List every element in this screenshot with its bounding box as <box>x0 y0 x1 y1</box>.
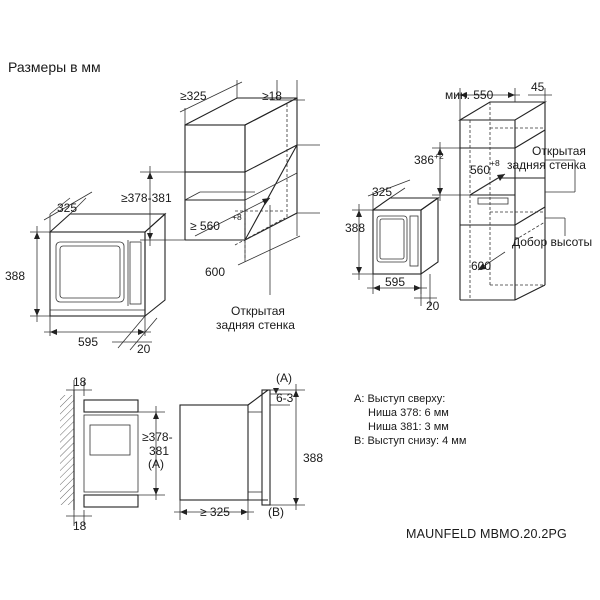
dim-section-depth: ≥ 325 <box>200 505 230 519</box>
tall-open-back-2: задняя стенка <box>507 158 586 172</box>
dim-projection: 6-3 <box>276 391 294 405</box>
legend-b: B: Выступ снизу: 4 мм <box>354 435 466 447</box>
appliance-small-view: 325 388 595 20 <box>345 179 440 313</box>
legend-a-1: Ниша 378: 6 мм <box>368 407 449 419</box>
dim-side: 45 <box>531 80 545 94</box>
tall-open-back-1: Открытая <box>532 144 586 158</box>
dim-tall-width: 600 <box>471 259 491 273</box>
page-title: Размеры в мм <box>8 59 101 75</box>
dim-cabinet-width: 600 <box>205 265 225 279</box>
dim-panel-min: ≥18 <box>262 89 282 103</box>
dim-height-range: ≥378-381 <box>121 191 172 205</box>
marker-a: (A) <box>276 371 292 385</box>
dim-front-label: 20 <box>137 342 151 356</box>
dim-niche-3: (A) <box>148 457 164 471</box>
legend-a-head: A: Выступ сверху: <box>354 393 445 405</box>
tall-cabinet-view: мин. 550 45 386 +2 560 +8 600 Открытая з… <box>414 80 592 301</box>
dim-niche-height: 386 <box>414 153 434 167</box>
dim-depth-min: ≥ 560 <box>190 219 220 233</box>
dim-min-width: мин. 550 <box>445 88 494 102</box>
open-back-note-2: задняя стенка <box>216 318 295 332</box>
dim-tall-depth-sup: +8 <box>490 158 500 168</box>
dim-width-label: 595 <box>78 335 98 349</box>
dim-depth-label: 325 <box>57 201 77 215</box>
dim-niche-height-sup: +2 <box>434 151 444 161</box>
legend-a-2: Ниша 381: 3 мм <box>368 421 449 433</box>
height-filler-note: Добор высоты <box>512 235 592 249</box>
small-dim-width: 595 <box>385 275 405 289</box>
small-dim-height: 388 <box>345 221 365 235</box>
dim-bottom-panel: 18 <box>73 519 87 533</box>
dim-width-min: ≥325 <box>180 89 207 103</box>
small-dim-depth: 325 <box>372 185 392 199</box>
dim-niche-1: ≥378- <box>142 430 173 444</box>
dim-top-panel: 18 <box>73 375 87 389</box>
model-name: MAUNFELD MBMO.20.2PG <box>406 527 567 541</box>
dim-niche-2: 381 <box>149 444 169 458</box>
dim-depth-sup: +8 <box>232 212 242 222</box>
small-dim-front: 20 <box>426 299 440 313</box>
dim-section-height: 388 <box>303 451 323 465</box>
wall-cabinet-view: ≥ 560 +8 ≥325 ≥18 ≥378-381 600 Открытая … <box>121 80 320 332</box>
dim-height-label: 388 <box>5 269 25 283</box>
appliance-front-view: 325 388 595 20 <box>5 191 167 356</box>
marker-b: (B) <box>268 505 284 519</box>
section-view: 18 18 ≥378- 381 (A) ≥ 325 6-3 (A) <box>60 371 323 533</box>
dim-tall-depth: 560 <box>470 163 490 177</box>
open-back-note-1: Открытая <box>231 304 285 318</box>
legend: A: Выступ сверху: Ниша 378: 6 мм Ниша 38… <box>354 393 466 447</box>
